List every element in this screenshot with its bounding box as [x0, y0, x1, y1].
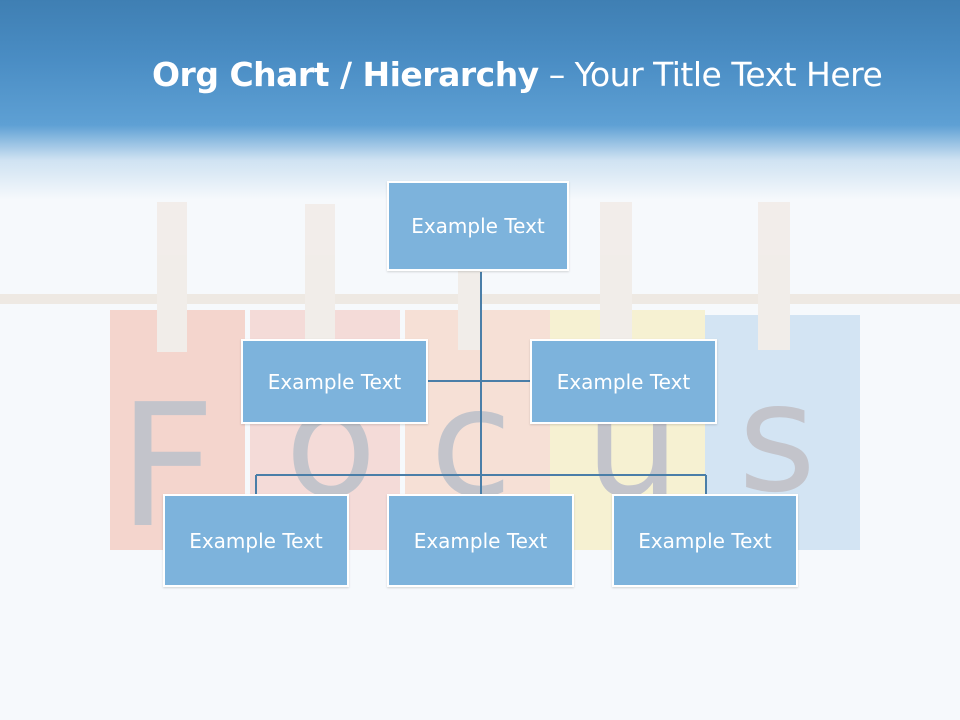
clothespin — [458, 270, 482, 350]
node-mid-right-label: Example Text — [556, 369, 691, 394]
title-bold: Org Chart / Hierarchy — [152, 55, 539, 94]
node-mid-right[interactable]: Example Text — [530, 339, 717, 424]
node-bottom-left-label: Example Text — [189, 528, 323, 553]
clothespin — [758, 202, 790, 350]
node-mid-left[interactable]: Example Text — [241, 339, 428, 424]
node-top[interactable]: Example Text — [387, 181, 569, 271]
clothespin — [600, 202, 632, 352]
node-mid-left-label: Example Text — [267, 369, 402, 394]
slide-title: Org Chart / Hierarchy – Your Title Text … — [152, 52, 932, 98]
node-bottom-right[interactable]: Example Text — [612, 494, 798, 587]
title-rest: – Your Title Text Here — [538, 55, 883, 94]
node-bottom-right-label: Example Text — [638, 528, 772, 553]
clothespin — [305, 204, 335, 344]
node-bottom-center[interactable]: Example Text — [387, 494, 574, 587]
node-top-label: Example Text — [411, 214, 545, 238]
node-bottom-left[interactable]: Example Text — [163, 494, 349, 587]
clothespin — [157, 202, 187, 352]
header-banner — [0, 0, 960, 200]
node-bottom-center-label: Example Text — [413, 528, 548, 553]
